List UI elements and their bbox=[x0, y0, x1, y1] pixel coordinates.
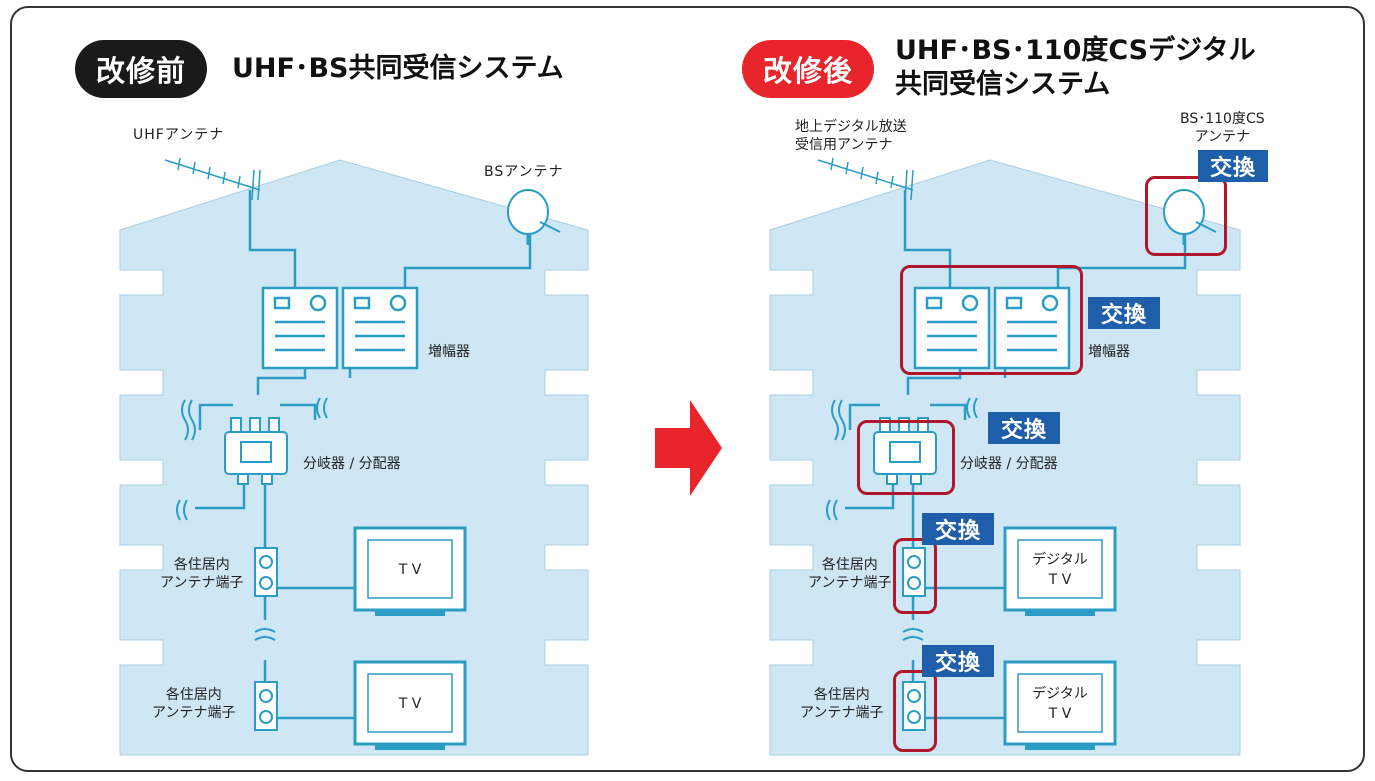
replace-box-dish bbox=[1145, 176, 1227, 256]
terminal-icon bbox=[254, 547, 278, 731]
tv-label-2: T V bbox=[398, 696, 422, 712]
splitter-icon bbox=[224, 417, 288, 485]
terminal-new-icon bbox=[902, 547, 926, 731]
before-badge: 改修前 bbox=[75, 40, 207, 98]
tv-label-line: デジタル bbox=[1032, 686, 1088, 702]
before-title: UHF･BS共同受信システム bbox=[232, 53, 564, 84]
amplifier-label: 増幅器 bbox=[428, 344, 470, 360]
terminal-label-line: 各住居内 bbox=[813, 687, 870, 703]
terminal-new-label-2: 各住居内 アンテナ端子 bbox=[800, 686, 883, 722]
cut-marks-after bbox=[826, 397, 978, 641]
after-title: UHF･BS･110度CSデジタル 共同受信システム bbox=[895, 34, 1256, 102]
digital-tv-label-2: デジタル T V bbox=[1018, 684, 1102, 724]
after-title-line: 共同受信システム bbox=[895, 69, 1111, 100]
terminal-label-line: アンテナ端子 bbox=[160, 575, 244, 591]
replace-tag-terminal-2: 交換 bbox=[922, 645, 994, 677]
amplifier-icon bbox=[261, 286, 419, 370]
antenna-label-line: 受信用アンテナ bbox=[795, 137, 893, 153]
tv-label-line: T V bbox=[1048, 706, 1072, 722]
terminal-label-line: 各住居内 bbox=[165, 687, 222, 703]
diagram-frame bbox=[10, 6, 1365, 772]
replace-tag-dish: 交換 bbox=[1198, 150, 1268, 182]
replace-box-terminal-1 bbox=[893, 538, 937, 614]
antenna-label-line: 地上デジタル放送 bbox=[795, 119, 907, 135]
terminal-label-line: アンテナ端子 bbox=[808, 575, 892, 591]
replace-tag-terminal-1: 交換 bbox=[922, 513, 994, 545]
cut-marks bbox=[176, 397, 328, 641]
amplifier-new-label: 増幅器 bbox=[1088, 344, 1130, 360]
terrestrial-antenna-label: 地上デジタル放送 受信用アンテナ bbox=[795, 118, 907, 154]
bs-cs-dish-icon bbox=[1163, 189, 1217, 245]
antenna-label-line: アンテナ bbox=[1194, 129, 1251, 145]
splitter-new-icon bbox=[873, 417, 937, 485]
tv-icon bbox=[353, 526, 467, 750]
amplifier-new-icon bbox=[913, 286, 1071, 370]
splitter-new-label: 分岐器 / 分配器 bbox=[960, 456, 1058, 472]
replace-box-amplifier bbox=[900, 265, 1083, 375]
after-badge: 改修後 bbox=[742, 40, 874, 98]
terminal-label-1: 各住居内 アンテナ端子 bbox=[160, 556, 243, 592]
tv-label-line: T V bbox=[1048, 572, 1072, 588]
terminal-label-line: アンテナ端子 bbox=[800, 705, 884, 721]
uhf-antenna-icon bbox=[164, 157, 261, 201]
terminal-label-line: 各住居内 bbox=[173, 557, 230, 573]
terminal-label-line: アンテナ端子 bbox=[152, 705, 236, 721]
terminal-label-2: 各住居内 アンテナ端子 bbox=[152, 686, 235, 722]
bs-antenna-label: BSアンテナ bbox=[484, 164, 564, 180]
terminal-label-line: 各住居内 bbox=[821, 557, 878, 573]
terminal-new-label-1: 各住居内 アンテナ端子 bbox=[808, 556, 891, 592]
splitter-label: 分岐器 / 分配器 bbox=[303, 456, 401, 472]
tv-label-line: デジタル bbox=[1032, 552, 1088, 568]
digital-tv-label-1: デジタル T V bbox=[1018, 550, 1102, 590]
bs-dish-icon bbox=[507, 189, 561, 245]
uhf-antenna-label: UHFアンテナ bbox=[133, 127, 225, 143]
replace-box-splitter bbox=[857, 420, 955, 495]
replace-tag-splitter: 交換 bbox=[988, 412, 1060, 444]
antenna-label-line: BS･110度CS bbox=[1180, 111, 1265, 127]
arrow-right bbox=[655, 400, 722, 496]
terrestrial-antenna-icon bbox=[817, 157, 914, 201]
replace-tag-amplifier: 交換 bbox=[1088, 297, 1160, 329]
after-title-line: UHF･BS･110度CSデジタル bbox=[895, 35, 1256, 66]
bs-cs-antenna-label: BS･110度CS アンテナ bbox=[1180, 110, 1265, 146]
replace-box-terminal-2 bbox=[893, 670, 937, 752]
house-before bbox=[119, 159, 589, 756]
tv-label-1: T V bbox=[398, 562, 422, 578]
digital-tv-icon bbox=[1003, 526, 1117, 750]
